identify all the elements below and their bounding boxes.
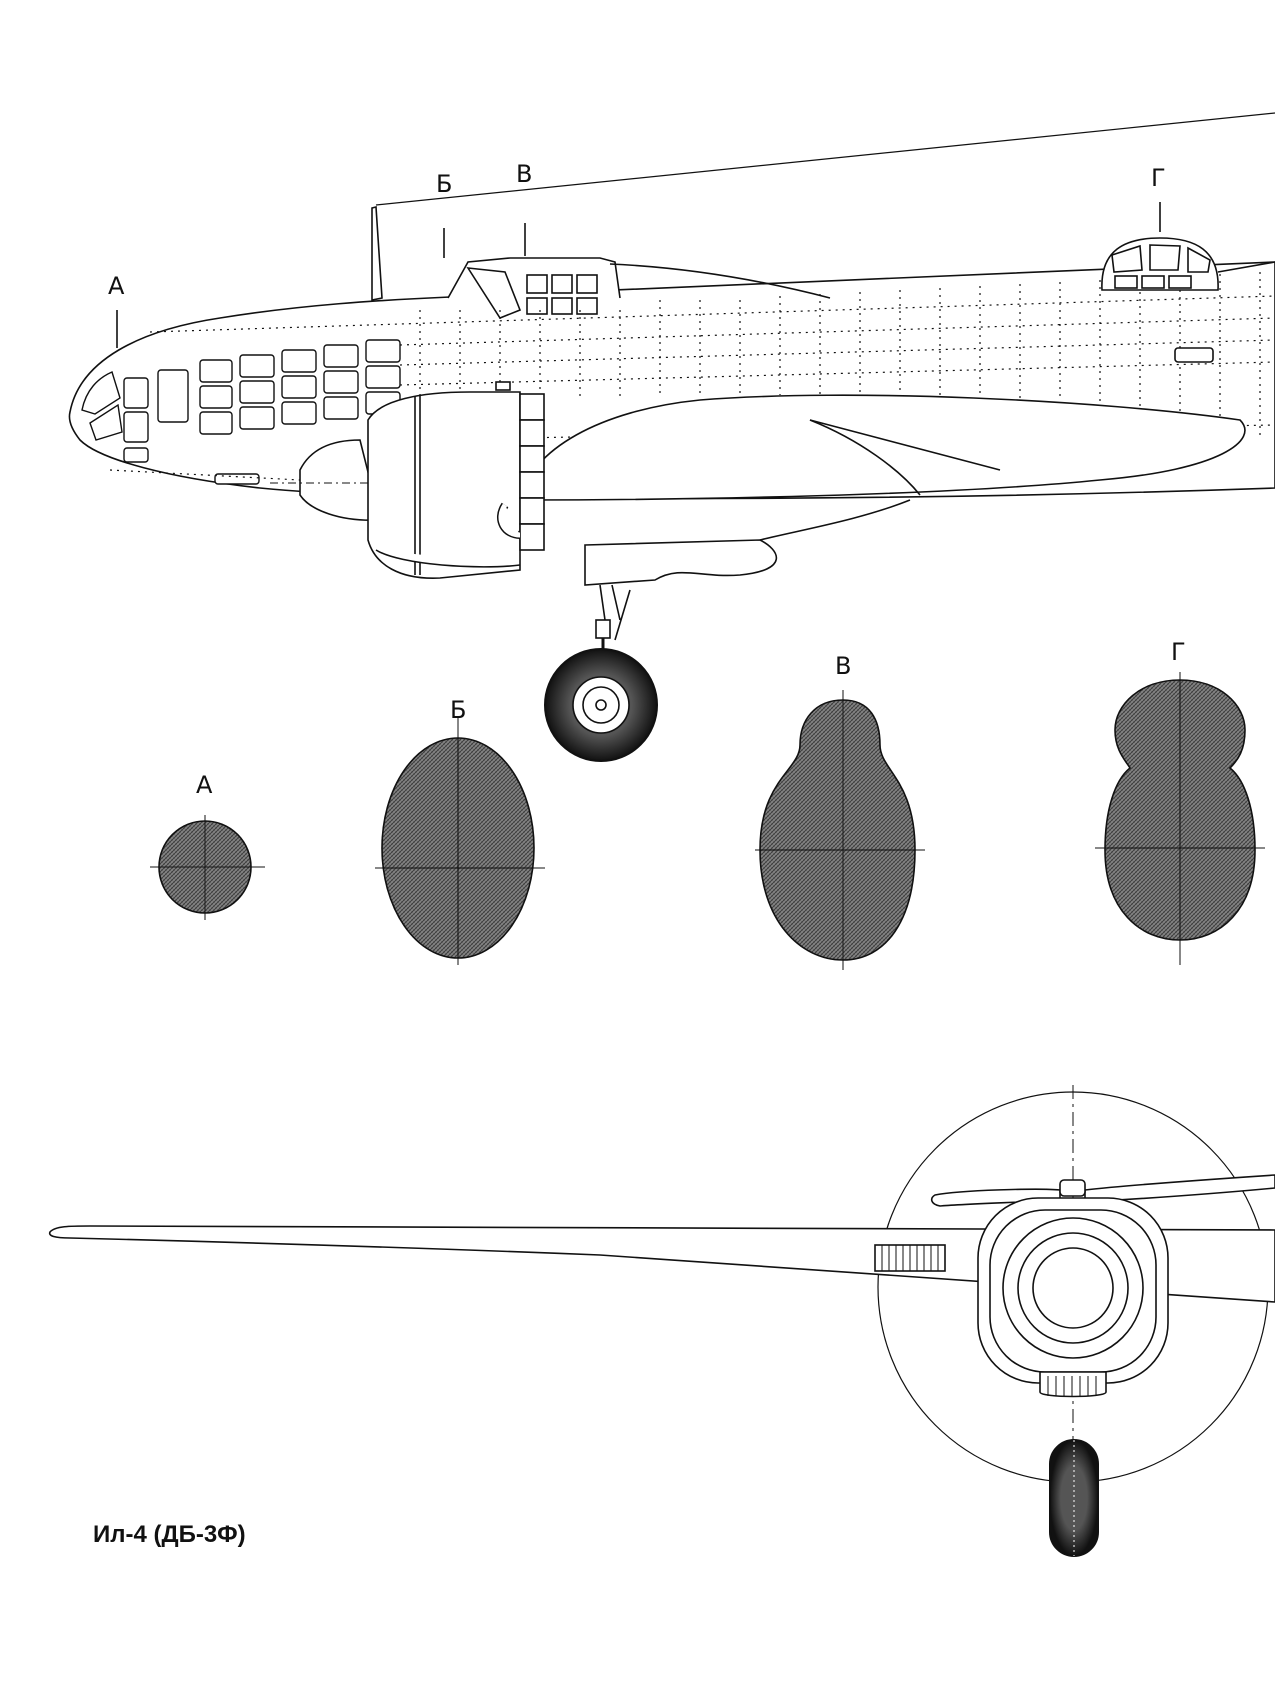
cross-sections bbox=[150, 672, 1265, 970]
section-v-shape bbox=[759, 699, 916, 961]
antenna-wire bbox=[375, 112, 1275, 206]
dorsal-turret bbox=[1101, 237, 1275, 291]
station-marker-b: Б bbox=[436, 170, 452, 198]
engine-nacelle bbox=[270, 381, 545, 579]
section-label-a: А bbox=[196, 771, 213, 799]
section-label-b: Б bbox=[450, 696, 466, 724]
front-view bbox=[48, 1085, 1275, 1557]
front-wheel bbox=[1049, 1439, 1099, 1557]
drawing-title: Ил-4 (ДБ-3Ф) bbox=[93, 1521, 246, 1548]
side-view bbox=[68, 112, 1275, 762]
station-marker-a: А bbox=[108, 272, 125, 300]
antenna-mast bbox=[371, 205, 383, 301]
section-label-g: Г bbox=[1171, 638, 1186, 666]
station-marker-v: В bbox=[516, 160, 532, 188]
nose-glazing bbox=[81, 339, 401, 485]
landing-gear bbox=[544, 584, 658, 762]
station-marker-g: Г bbox=[1151, 164, 1166, 192]
wing-root bbox=[519, 394, 1246, 501]
section-label-v: В bbox=[835, 652, 851, 680]
